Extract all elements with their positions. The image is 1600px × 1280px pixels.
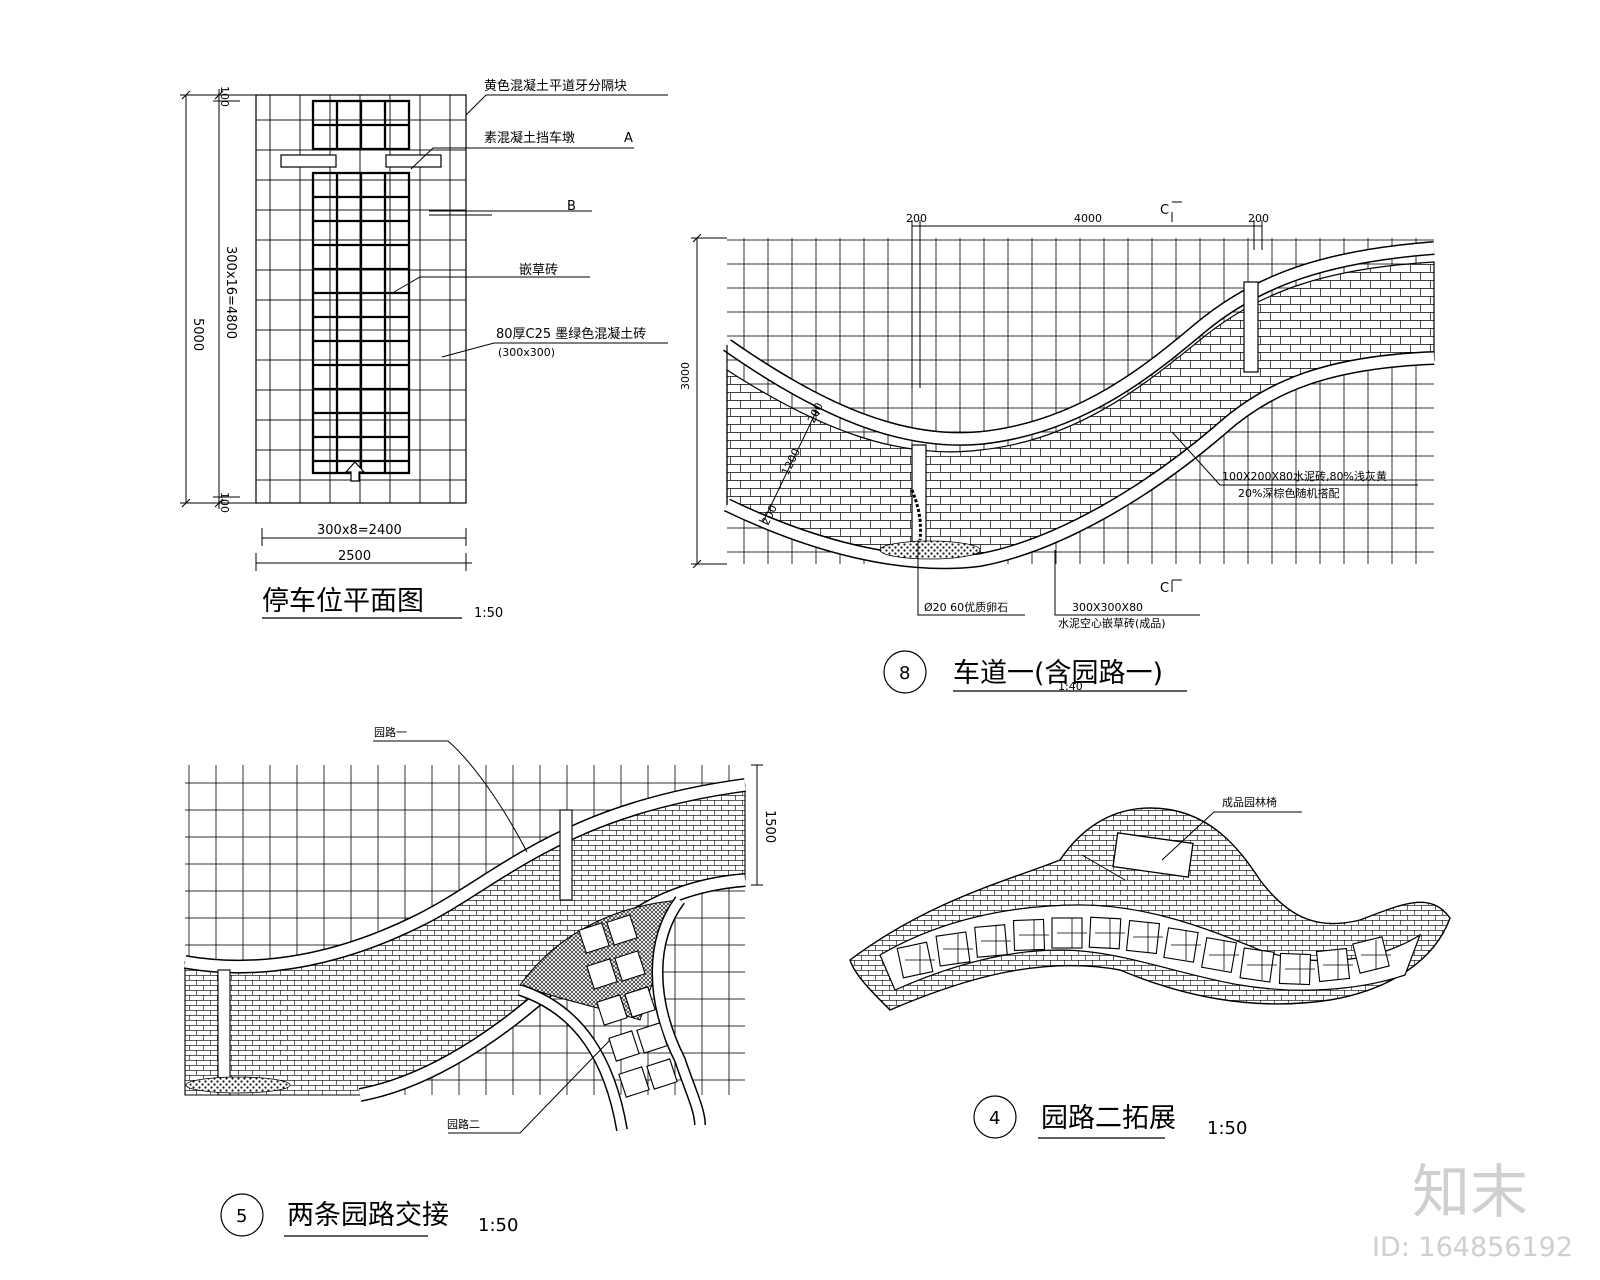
driveway-label-gravel: Ø20 60优质卵石 bbox=[924, 601, 1008, 614]
driveway-dim-right: 200 bbox=[1248, 212, 1269, 225]
parking-arrow-icon bbox=[344, 461, 366, 482]
parking-label-grass-brick: 嵌草砖 bbox=[519, 263, 558, 278]
road2-bench bbox=[1112, 832, 1194, 878]
junction-plan: 园路一 园路二 1500 5 两条园路交接 1:50 bbox=[183, 726, 777, 1237]
parking-dim-total-width: 2500 bbox=[338, 549, 371, 564]
driveway-gravel-patch bbox=[879, 540, 981, 560]
parking-title: 停车位平面图 bbox=[262, 586, 424, 617]
parking-car-stop bbox=[280, 154, 337, 168]
parking-label-a: A bbox=[624, 131, 633, 146]
junction-number-circle bbox=[220, 1193, 264, 1237]
driveway-section-c-bottom: C bbox=[1160, 581, 1169, 596]
junction-label-road2: 园路二 bbox=[447, 1118, 480, 1131]
junction-title: 两条园路交接 bbox=[287, 1200, 449, 1231]
road2-number-circle bbox=[973, 1095, 1017, 1139]
driveway-label-brick-line1: 100X200X80水泥砖,80%浅灰黄 bbox=[1222, 469, 1387, 483]
driveway-label-brick-line2: 20%深棕色随机搭配 bbox=[1238, 486, 1339, 500]
road2-plan: 成品园林椅 4 园路二拓展 1:50 bbox=[849, 795, 1451, 1139]
junction-number: 5 bbox=[236, 1206, 247, 1227]
junction-scale: 1:50 bbox=[478, 1215, 518, 1236]
driveway-dimensions bbox=[691, 201, 1418, 616]
junction-label-road1: 园路一 bbox=[374, 726, 407, 739]
junction-dimensions bbox=[373, 740, 763, 1134]
parking-label-green-brick-size: (300x300) bbox=[498, 346, 555, 359]
watermark-id: ID: 164856192 bbox=[1372, 1232, 1573, 1263]
parking-label-car-stop: 素混凝土挡车墩 bbox=[484, 130, 575, 146]
road2-label-bench: 成品园林椅 bbox=[1222, 795, 1277, 809]
parking-dim-top: 100 bbox=[218, 86, 231, 107]
driveway-number: 8 bbox=[899, 663, 910, 684]
junction-dim-height: 1500 bbox=[762, 810, 777, 843]
parking-dim-inner-width: 300x8=2400 bbox=[317, 523, 402, 538]
driveway-title: 车道一(含园路一) bbox=[953, 658, 1163, 689]
driveway-label-grass-line2: 水泥空心嵌草砖(成品) bbox=[1058, 616, 1166, 630]
road2-number: 4 bbox=[989, 1108, 1000, 1129]
parking-scale: 1:50 bbox=[474, 606, 503, 621]
parking-label-b: B bbox=[567, 199, 576, 214]
road2-scale: 1:50 bbox=[1207, 1118, 1247, 1139]
junction-stepping-stones bbox=[578, 914, 678, 1098]
driveway-dim-height: 3000 bbox=[679, 362, 692, 390]
parking-grass-strip bbox=[311, 99, 411, 475]
parking-dimensions bbox=[180, 89, 668, 571]
driveway-number-circle bbox=[883, 650, 927, 694]
parking-dim-bottom: 100 bbox=[218, 492, 231, 513]
parking-dim-inner-height: 300x16=4800 bbox=[223, 246, 238, 339]
driveway-plan: 200 4000 200 C C 3000 200 1200 200 100X2… bbox=[679, 201, 1435, 694]
parking-dim-total-height: 5000 bbox=[190, 318, 205, 351]
driveway-section-c-top: C bbox=[1160, 203, 1169, 218]
driveway-dim-mid: 4000 bbox=[1074, 212, 1102, 225]
parking-label-yellow-divider: 黄色混凝土平道牙分隔块 bbox=[484, 78, 627, 94]
driveway-dim-left: 200 bbox=[906, 212, 927, 225]
parking-plan: 黄色混凝土平道牙分隔块 素混凝土挡车墩 A B 嵌草砖 80厚C25 墨绿色混凝… bbox=[180, 78, 668, 621]
parking-label-green-brick: 80厚C25 墨绿色混凝土砖 bbox=[496, 326, 646, 342]
driveway-scale: 1:40 bbox=[1058, 680, 1083, 693]
road2-title: 园路二拓展 bbox=[1041, 1103, 1176, 1134]
driveway-label-grass-line1: 300X300X80 bbox=[1072, 601, 1143, 614]
watermark: 知末 ID: 164856192 bbox=[1372, 1158, 1573, 1263]
watermark-logo: 知末 bbox=[1412, 1158, 1528, 1226]
